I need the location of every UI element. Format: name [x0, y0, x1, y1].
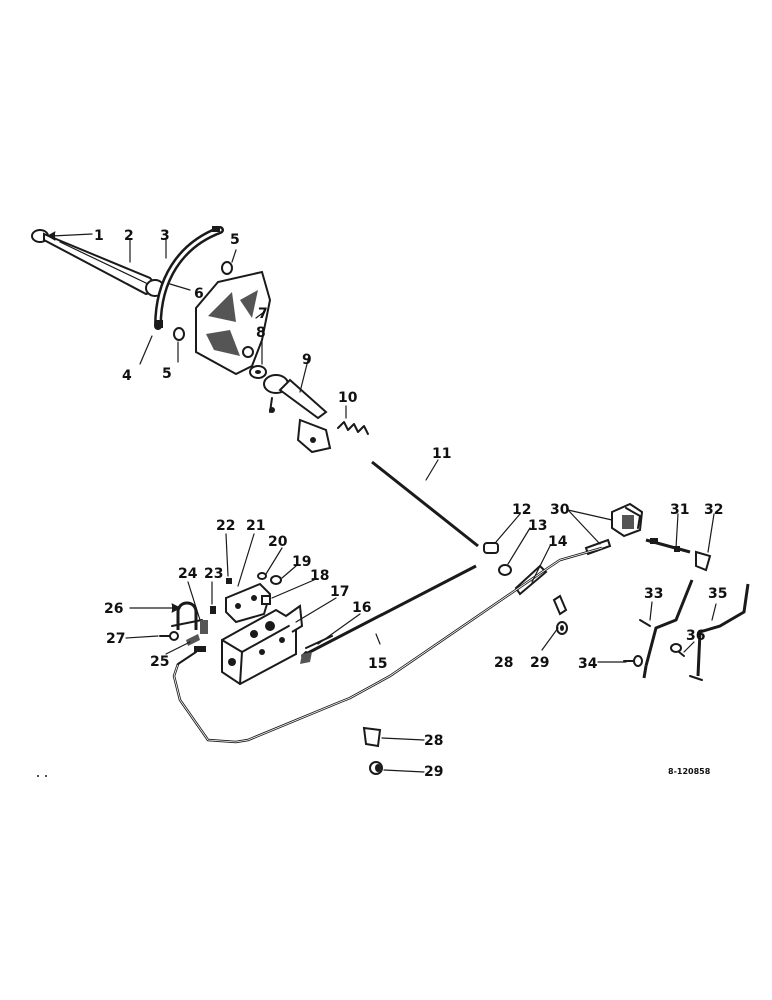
callout-16: 16: [352, 600, 371, 616]
bent-rod-33-part: [639, 579, 694, 679]
callout-1: 1: [94, 228, 104, 244]
callout-22: 22: [216, 518, 235, 534]
callout-29-lower: 29: [424, 764, 443, 780]
quadrant-arc-part: [154, 226, 224, 330]
bent-rod-35-part: [689, 583, 750, 681]
callout-11: 11: [432, 446, 451, 462]
callout-23: 23: [204, 566, 223, 582]
clevis-part: [695, 550, 712, 572]
callout-15: 15: [368, 656, 387, 672]
callout-24: 24: [178, 566, 198, 582]
callout-27: 27: [106, 631, 125, 647]
washer-part: [249, 365, 267, 379]
callout-19: 19: [292, 554, 311, 570]
callout-7: 7: [258, 306, 268, 322]
callout-28-upper: 28: [494, 655, 513, 671]
callout-20: 20: [268, 534, 288, 550]
control-cable-part: [172, 546, 603, 744]
cable-fitting-part: [200, 606, 216, 634]
yoke-part: [483, 542, 499, 554]
bellcrank-part: [611, 502, 644, 538]
callout-31: 31: [670, 502, 689, 518]
callout-17: 17: [330, 584, 349, 600]
bolt-19-part: [270, 575, 282, 585]
callout-2: 2: [124, 228, 134, 244]
nut-18-part: [261, 595, 271, 605]
callout-18: 18: [310, 568, 329, 584]
bolt-22-part: [226, 578, 232, 584]
drawing-reference: 8-120858: [668, 767, 711, 776]
control-lever-part: [43, 232, 165, 297]
callout-8: 8: [256, 325, 266, 341]
clip-lower-part: [362, 726, 382, 748]
callout-33: 33: [644, 586, 663, 602]
washer-20-part: [257, 572, 267, 580]
callout-28-lower: 28: [424, 733, 443, 749]
support-bracket-part: [195, 270, 272, 376]
callout-14: 14: [548, 534, 568, 550]
callout-labels: 1 2 3 4 5 5 6 7 8 9 10 11 12 13 14 15 16…: [94, 228, 727, 780]
spring-part: [337, 421, 369, 435]
rod-end-part: [300, 635, 333, 664]
callout-36: 36: [686, 628, 705, 644]
callout-10: 10: [338, 390, 358, 406]
callout-5-upper: 5: [230, 232, 240, 248]
shaft-arm-part: [263, 374, 332, 454]
callout-6: 6: [194, 286, 204, 302]
callout-4: 4: [122, 368, 132, 384]
callout-13: 13: [528, 518, 547, 534]
valve-bracket-part: [225, 582, 272, 624]
bushing-lower-part: [173, 327, 185, 341]
bolt-36-part: [670, 643, 685, 657]
screw-upper-part: [556, 621, 568, 635]
callout-26: 26: [104, 601, 123, 617]
callout-35: 35: [708, 586, 727, 602]
bolt-34-part: [623, 655, 643, 667]
callout-32: 32: [704, 502, 723, 518]
callout-9: 9: [302, 352, 312, 368]
stray-marks: [37, 775, 47, 777]
screw-27-part: [159, 631, 179, 641]
pin-part: [498, 564, 512, 576]
callout-5-lower: 5: [162, 366, 172, 382]
leader-lines: [46, 231, 717, 773]
adjusting-screw-part: [645, 538, 691, 554]
callout-21: 21: [246, 518, 265, 534]
callout-30: 30: [550, 502, 570, 518]
bushing-upper-part: [221, 261, 233, 275]
callout-25: 25: [150, 654, 169, 670]
u-bolt-part: [171, 601, 203, 630]
clamp-part: [186, 634, 200, 646]
screw-lower-part: [369, 761, 383, 775]
clip-upper-part: [552, 594, 568, 616]
control-valve-part: [221, 604, 304, 686]
callout-3: 3: [160, 228, 170, 244]
callout-29-upper: 29: [530, 655, 549, 671]
long-rod-part: [371, 460, 479, 548]
callout-12: 12: [512, 502, 531, 518]
callout-34: 34: [578, 656, 598, 672]
